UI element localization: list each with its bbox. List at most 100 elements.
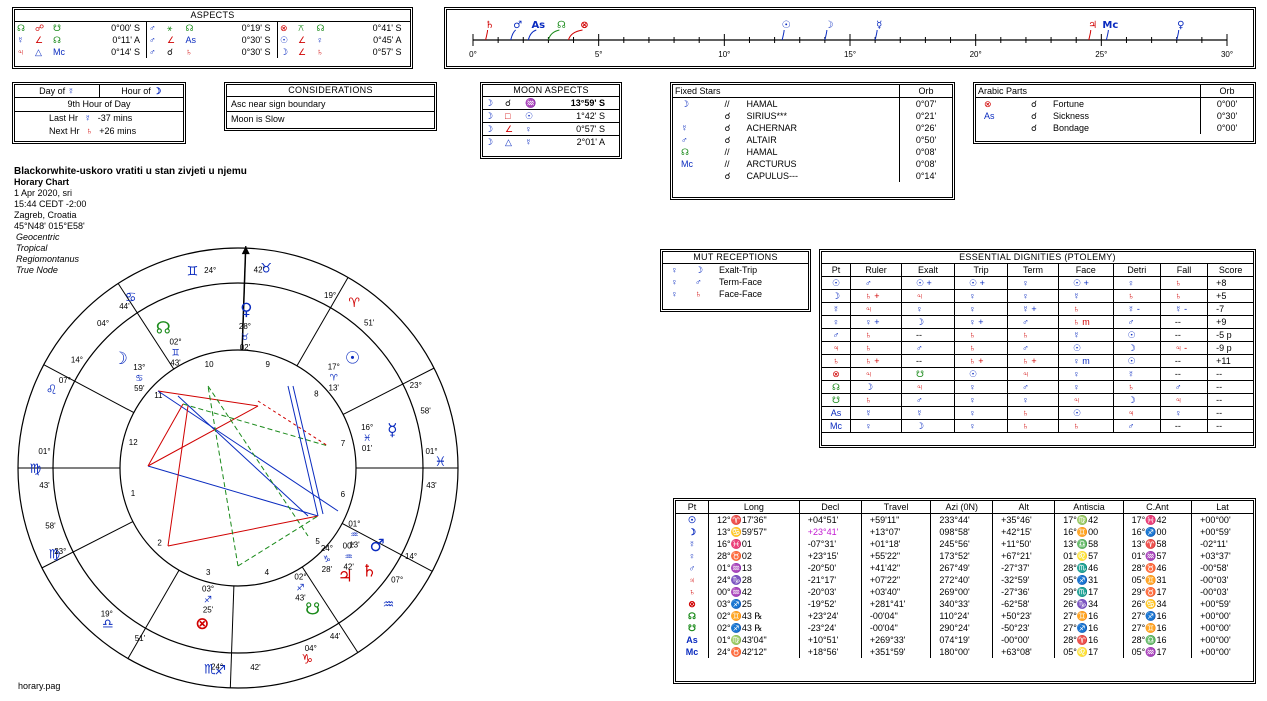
house-cusp-line [301, 566, 359, 653]
chart-place: Zagreb, Croatia [14, 210, 77, 220]
chart-subtitle: Horary Chart [14, 177, 70, 187]
planet-icon: ☉ [345, 348, 360, 368]
fixed-star-planet-icon [673, 110, 723, 122]
positions-row: ☋02°♐43 ℞-23°24'-00'04"290°24'-50°23'27°… [676, 622, 1253, 634]
zodiac-sign-icon: ♐ [215, 664, 227, 679]
dignities-column-header: Ruler [850, 264, 902, 277]
cusp-degree-label: 23° [54, 547, 66, 556]
planet-minutes: 13' [349, 541, 360, 550]
planet-minutes: 13' [329, 384, 340, 393]
hour-label: Hour of [121, 86, 151, 96]
position-ant: 28°♏46 [1054, 562, 1124, 574]
moon-icon: ☽ [485, 124, 494, 134]
moon-aspects-table: ☽☌♒13°59' S☽□☉1°42' S☽∠♀0°57' S☽△☿2°01' … [483, 97, 619, 148]
planet-degree: 02° [294, 573, 306, 582]
position-lat: -00°58' [1191, 562, 1253, 574]
moon-aspect-orb: 0°57' S [576, 124, 605, 134]
dignities-row: ☋♄♂♀♀♃☽♃-- [822, 393, 1253, 407]
dignity-ruler-icon: ♃ [850, 302, 902, 316]
dignity-ruler-icon: ♄ [954, 341, 1008, 355]
fixed-stars-orb-header: Orb [899, 85, 952, 98]
next-hour-value: +26 mins [99, 126, 137, 136]
fixed-star-spacer [889, 134, 900, 146]
aspect-type-icon: ☌ [505, 98, 512, 108]
positions-column-header: Azi (0N) [930, 501, 993, 514]
position-azi: 173°52' [930, 550, 993, 562]
reception-planet-a-icon: ♀ [671, 289, 678, 299]
house-number: 6 [341, 490, 346, 499]
fixed-star-planet-icon: Mc [681, 159, 693, 169]
dignity-ruler-icon: ♃ [1007, 367, 1059, 381]
planet-sign-icon: ♐ [204, 596, 212, 606]
position-decl: +10°51' [798, 634, 862, 646]
planet-icon: ♃ [338, 566, 353, 586]
reception-type: Exalt-Trip [719, 265, 758, 275]
dignity-ruler-icon: -- [1159, 367, 1208, 381]
dignity-ruler-icon: ♄ + [850, 354, 902, 368]
fixed-star-spacer [889, 110, 900, 122]
planet-minutes: 43' [295, 594, 306, 603]
considerations-panel: CONSIDERATIONS Asc near sign boundary Mo… [224, 82, 437, 131]
timeline-tick-label: 20° [970, 50, 982, 59]
aspect-planet-a-icon: ♂ [149, 23, 156, 33]
next-hour-row: Next Hr ♄ +26 mins [15, 125, 183, 138]
aspect-type-icon: ☌ [167, 47, 174, 57]
fixed-star-name: HAMAL [746, 147, 778, 157]
fixed-star-row: ☌SIRIUS***0°21' [673, 110, 952, 122]
planet-minutes: 59' [134, 384, 145, 393]
positions-row: ☽13°♋59'57"+23°41'+13°07'098°58'+42°15'1… [676, 526, 1253, 538]
chart-title: Blackorwhite-uskoro vratiti u stan zivje… [14, 166, 247, 177]
planet-minutes: 28' [322, 565, 333, 574]
dignity-ruler-icon: ♀ [954, 419, 1008, 433]
position-lat: +00°00' [1191, 610, 1253, 622]
positions-column-header: C.Ant [1122, 501, 1192, 514]
position-long: 24°♑28 [708, 574, 800, 586]
timeline-marker-line [547, 29, 560, 41]
cusp-degree-label: 58' [420, 407, 431, 416]
aspect-orb: 0°14' S [111, 47, 140, 57]
dignity-ruler-icon: ♄ [850, 393, 902, 407]
dignity-ruler-icon: ♃ [900, 289, 955, 303]
dignity-ruler-icon: ♄ [850, 328, 902, 342]
position-alt: -32°59' [992, 574, 1055, 586]
position-point-icon: ⊗ [688, 599, 696, 609]
aspect-planet-b-icon: ♄ [316, 47, 324, 57]
arabic-part-aspect-icon: ☌ [1031, 99, 1038, 109]
aspect-planet-b-icon: ♄ [185, 47, 193, 57]
position-lat: -00°03' [1191, 574, 1253, 586]
timeline-planet-icon: ☉ [782, 20, 791, 31]
position-decl: -20°50' [798, 562, 862, 574]
house-cusp-line [127, 569, 180, 659]
cusp-degree-label: 14° [71, 355, 83, 364]
fixed-star-planet-icon: ☊ [681, 147, 689, 157]
dignity-ruler-icon: ♀ [1159, 406, 1208, 420]
planet-degree: 28° [239, 322, 251, 331]
position-point-icon: ♂ [688, 563, 696, 573]
planet-icon: ♀ [240, 300, 252, 320]
position-travel: +07'22" [860, 574, 931, 586]
planet-minutes: 43' [170, 358, 181, 367]
dignity-point-icon: Mc [830, 421, 842, 431]
dignity-ruler-icon: ♄ [1159, 289, 1208, 303]
position-long: 01°♍43'04" [708, 634, 800, 646]
position-long: 13°♋59'57" [708, 526, 800, 538]
aspect-line [292, 385, 324, 515]
position-cant: 28°♎16 [1122, 634, 1192, 646]
position-long: 02°♊43 ℞ [708, 610, 800, 622]
position-point-icon: ♀ [688, 551, 696, 561]
planet-sign-icon: ♓ [363, 434, 371, 444]
position-ant: 28°♈16 [1054, 634, 1124, 646]
aspect-type-icon: ∠ [505, 124, 514, 134]
zodiac-sign-icon: ♏ [204, 663, 216, 678]
mut-receptions-table: ♀☽Exalt-Trip♀♂Term-Face♀♄Face-Face [663, 264, 808, 300]
planet-icon: ♂ [370, 536, 385, 556]
aspect-row: ⊗⚻☊0°41' S [278, 22, 408, 34]
